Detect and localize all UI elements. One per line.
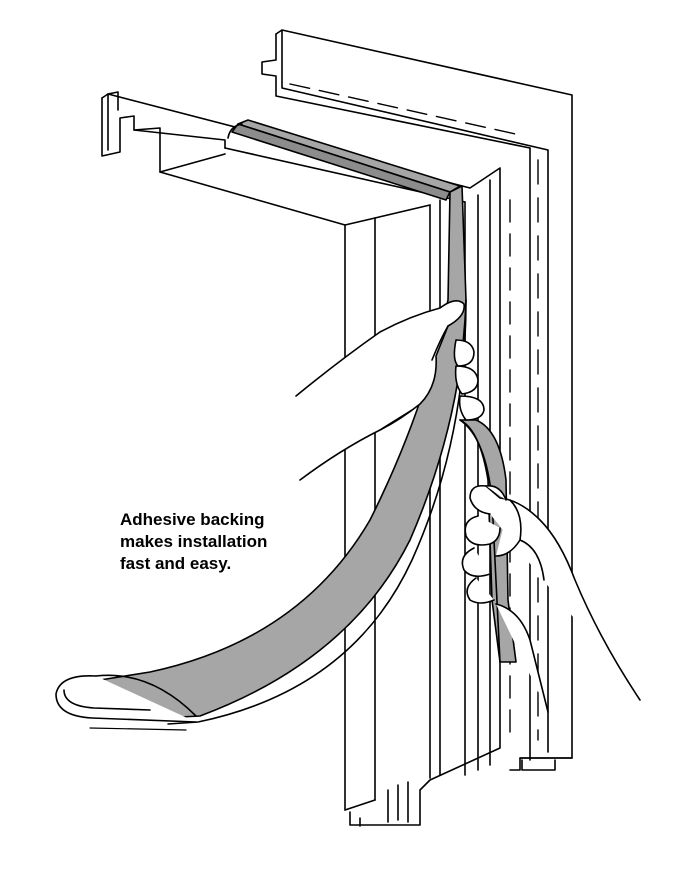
caption-line-1: Adhesive backing bbox=[120, 510, 265, 529]
caption-line-3: fast and easy. bbox=[120, 554, 232, 573]
upper-hand bbox=[295, 300, 485, 481]
weatherstrip-peeling bbox=[55, 185, 467, 731]
caption-line-2: makes installation bbox=[120, 532, 268, 551]
caption: Adhesive backing makes installation fast… bbox=[120, 509, 360, 575]
lower-hand bbox=[461, 484, 641, 713]
